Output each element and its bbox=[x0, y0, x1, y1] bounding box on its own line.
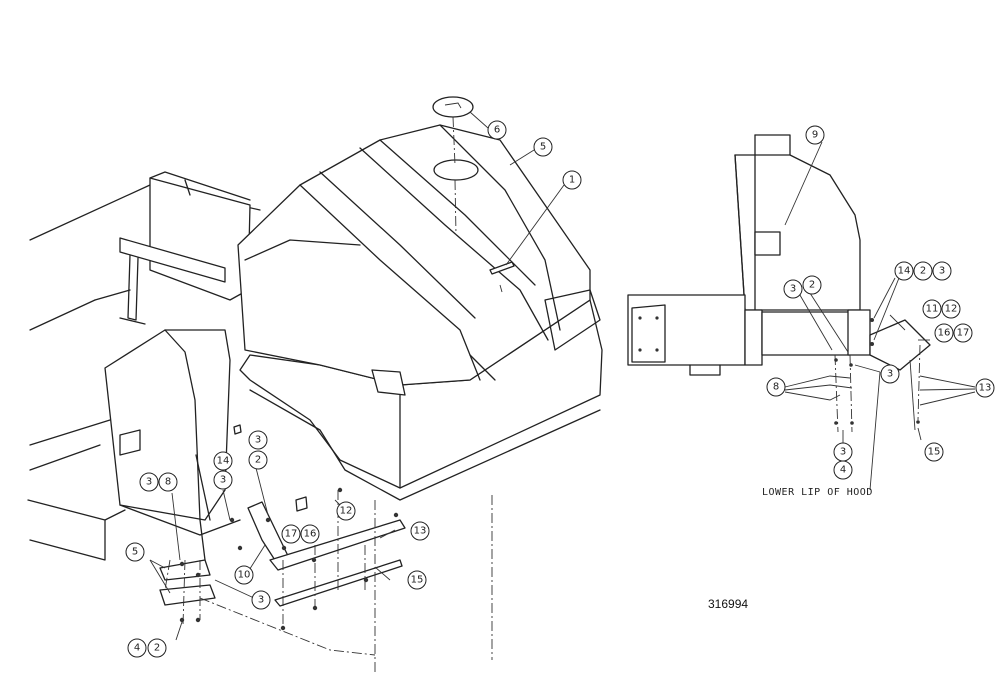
svg-text:2: 2 bbox=[920, 266, 926, 277]
callout-detail-17: 17 bbox=[953, 323, 973, 343]
svg-text:3: 3 bbox=[939, 266, 945, 277]
svg-text:15: 15 bbox=[928, 447, 941, 458]
callout-detail-3-b: 3 bbox=[932, 261, 952, 281]
svg-text:2: 2 bbox=[154, 643, 160, 654]
callout-main-6: 6 bbox=[487, 120, 507, 140]
svg-text:14: 14 bbox=[898, 266, 911, 277]
callout-main-12: 12 bbox=[336, 501, 356, 521]
svg-text:6: 6 bbox=[494, 125, 500, 136]
svg-text:2: 2 bbox=[809, 280, 815, 291]
callout-detail-12: 12 bbox=[941, 299, 961, 319]
svg-text:10: 10 bbox=[238, 570, 251, 581]
callout-detail-9: 9 bbox=[805, 125, 825, 145]
callout-main-1: 1 bbox=[562, 170, 582, 190]
detail-view-drawing bbox=[627, 134, 931, 433]
callout-detail-16: 16 bbox=[934, 323, 954, 343]
svg-text:5: 5 bbox=[540, 142, 546, 153]
mounting-hardware-drawing bbox=[159, 424, 493, 672]
callout-main-3-c: 3 bbox=[139, 472, 159, 492]
callout-main-5: 5 bbox=[533, 137, 553, 157]
callout-main-3-a: 3 bbox=[248, 430, 268, 450]
lower-lip-note: LOWER LIP OF HOOD bbox=[762, 487, 873, 498]
svg-text:3: 3 bbox=[258, 595, 264, 606]
svg-text:4: 4 bbox=[134, 643, 140, 654]
callout-main-3-d: 3 bbox=[251, 590, 271, 610]
callout-detail-3-d: 3 bbox=[833, 442, 853, 462]
svg-text:2: 2 bbox=[255, 455, 261, 466]
callout-detail-13: 13 bbox=[975, 378, 995, 398]
callout-detail-2-a: 2 bbox=[802, 275, 822, 295]
svg-text:15: 15 bbox=[411, 575, 424, 586]
callout-main-5-b: 5 bbox=[125, 542, 145, 562]
svg-text:16: 16 bbox=[304, 529, 317, 540]
callout-main-17: 17 bbox=[281, 524, 301, 544]
drawing-number: 316994 bbox=[708, 597, 748, 611]
svg-text:9: 9 bbox=[812, 130, 818, 141]
callout-detail-8: 8 bbox=[766, 377, 786, 397]
callout-detail-15: 15 bbox=[924, 442, 944, 462]
callout-main-15: 15 bbox=[407, 570, 427, 590]
callout-main-14: 14 bbox=[213, 451, 233, 471]
svg-text:3: 3 bbox=[146, 477, 152, 488]
svg-text:16: 16 bbox=[938, 328, 951, 339]
svg-text:3: 3 bbox=[220, 475, 226, 486]
svg-text:12: 12 bbox=[945, 304, 958, 315]
callout-main-2-b: 2 bbox=[147, 638, 167, 658]
hood-drawing bbox=[237, 96, 603, 501]
svg-text:1: 1 bbox=[569, 175, 575, 186]
callout-main-16: 16 bbox=[300, 524, 320, 544]
callout-main-2-a: 2 bbox=[248, 450, 268, 470]
callout-detail-4: 4 bbox=[833, 460, 853, 480]
svg-text:12: 12 bbox=[340, 506, 353, 517]
svg-text:5: 5 bbox=[132, 547, 138, 558]
svg-text:17: 17 bbox=[285, 529, 298, 540]
callout-main-8: 8 bbox=[158, 472, 178, 492]
svg-text:3: 3 bbox=[840, 447, 846, 458]
svg-text:3: 3 bbox=[255, 435, 261, 446]
svg-text:13: 13 bbox=[979, 383, 992, 394]
svg-text:11: 11 bbox=[926, 304, 939, 315]
callout-detail-2-b: 2 bbox=[913, 261, 933, 281]
callout-detail-3-a: 3 bbox=[783, 279, 803, 299]
callout-detail-3-c: 3 bbox=[880, 364, 900, 384]
svg-text:8: 8 bbox=[773, 382, 779, 393]
svg-text:17: 17 bbox=[957, 328, 970, 339]
callout-main-13: 13 bbox=[410, 521, 430, 541]
svg-text:14: 14 bbox=[217, 456, 230, 467]
callout-detail-14: 14 bbox=[894, 261, 914, 281]
svg-text:4: 4 bbox=[840, 465, 846, 476]
callout-main-3-b: 3 bbox=[213, 470, 233, 490]
tractor-frame-drawing bbox=[27, 171, 261, 561]
callout-detail-11: 11 bbox=[922, 299, 942, 319]
svg-text:3: 3 bbox=[887, 369, 893, 380]
leader-lines bbox=[149, 111, 976, 641]
callout-main-4: 4 bbox=[127, 638, 147, 658]
callout-main-10: 10 bbox=[234, 565, 254, 585]
svg-text:13: 13 bbox=[414, 526, 427, 537]
svg-text:8: 8 bbox=[165, 477, 171, 488]
svg-text:3: 3 bbox=[790, 284, 796, 295]
